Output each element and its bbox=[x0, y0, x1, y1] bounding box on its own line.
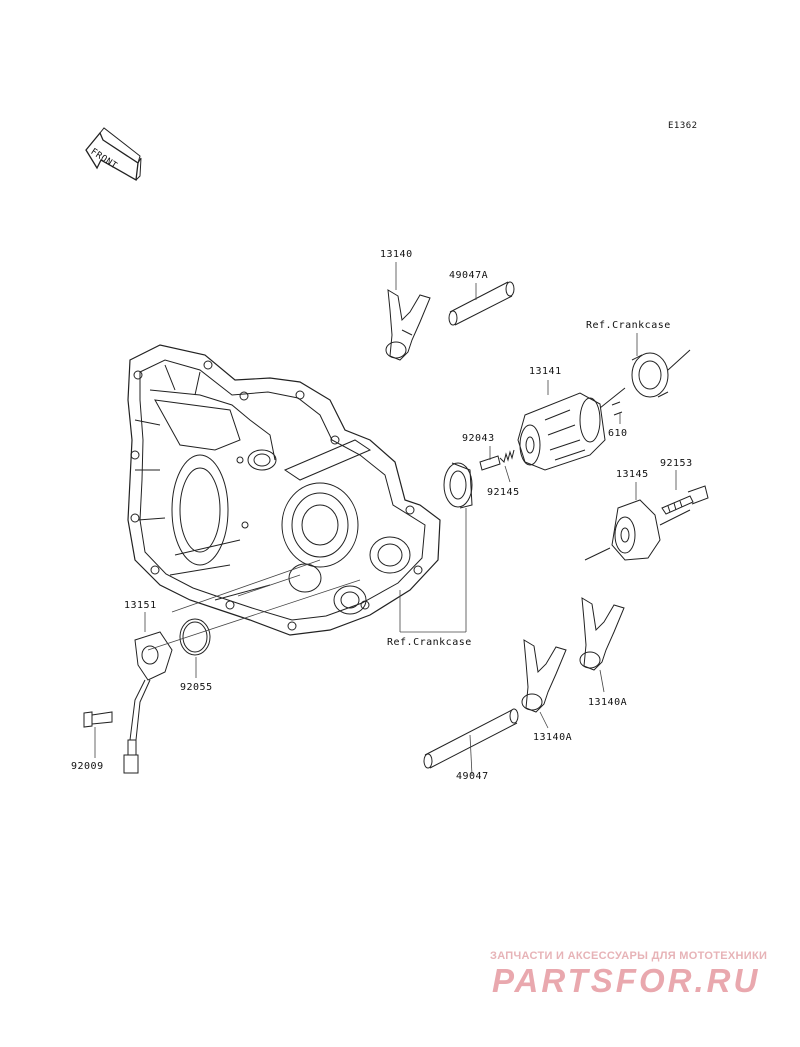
front-arrow-icon bbox=[85, 127, 142, 182]
leader-lines bbox=[94, 262, 677, 776]
shaft-49047A bbox=[448, 281, 515, 326]
part-label-13140A-left[interactable]: 13140A bbox=[533, 732, 573, 743]
sensor-13151 bbox=[123, 631, 173, 774]
bearing-upper bbox=[599, 349, 691, 409]
bolt-92009 bbox=[83, 711, 113, 728]
part-label-13145[interactable]: 13145 bbox=[616, 469, 649, 480]
part-label-49047[interactable]: 49047 bbox=[456, 771, 489, 782]
part-label-13151[interactable]: 13151 bbox=[124, 600, 157, 611]
part-label-13140A-right[interactable]: 13140A bbox=[588, 697, 628, 708]
ref-crankcase-mid: Ref.Crankcase bbox=[387, 637, 472, 648]
part-label-13141[interactable]: 13141 bbox=[529, 366, 562, 377]
watermark-logo: PARTSFOR.RU bbox=[492, 962, 761, 999]
part-label-92009[interactable]: 92009 bbox=[71, 761, 104, 772]
ref-crankcase-top: Ref.Crankcase bbox=[586, 320, 671, 331]
bolt-92153 bbox=[661, 485, 709, 515]
pin-92043 bbox=[479, 455, 501, 471]
part-label-92055[interactable]: 92055 bbox=[180, 682, 213, 693]
bearing-lower bbox=[443, 462, 473, 509]
part-label-92145[interactable]: 92145 bbox=[487, 487, 520, 498]
watermark-tagline: ЗАПЧАСТИ И АКСЕССУАРЫ ДЛЯ МОТОТЕХНИКИ bbox=[490, 950, 768, 962]
shift-drum-13141 bbox=[517, 392, 623, 471]
spring-92145 bbox=[499, 449, 515, 463]
crankcase-drawing bbox=[127, 344, 441, 636]
part-label-610[interactable]: 610 bbox=[608, 428, 628, 439]
shift-fork-13140A-right bbox=[579, 597, 625, 671]
cam-13145 bbox=[584, 499, 691, 561]
shift-fork-13140A-left bbox=[521, 639, 567, 713]
part-label-49047A[interactable]: 49047A bbox=[449, 270, 489, 281]
part-label-92043[interactable]: 92043 bbox=[462, 433, 495, 444]
part-label-92153[interactable]: 92153 bbox=[660, 458, 693, 469]
shift-fork-13140 bbox=[385, 289, 431, 361]
part-label-13140[interactable]: 13140 bbox=[380, 249, 413, 260]
shaft-49047 bbox=[423, 708, 519, 769]
diagram-code: E1362 bbox=[668, 121, 698, 131]
o-ring-92055 bbox=[179, 618, 211, 656]
